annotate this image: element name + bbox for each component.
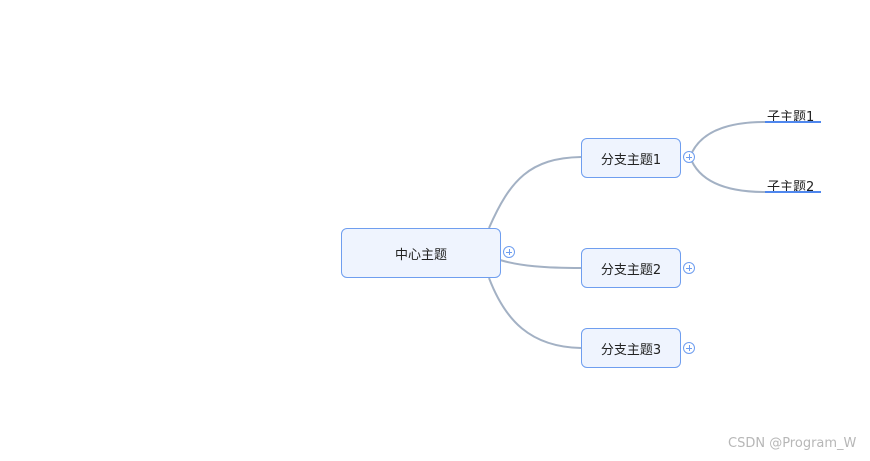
subtopic-2-underline [765,191,821,193]
branch-topic-3[interactable]: 分支主题3 [581,328,681,368]
watermark: CSDN @Program_W [728,436,857,451]
connector-center-branch2 [499,259,582,269]
subtopic-1-underline [765,121,821,123]
connector-branch1-child1 [689,121,766,158]
plus-circle-icon[interactable] [683,151,695,163]
connector-center-branch1 [488,156,582,229]
plus-circle-icon[interactable] [683,262,695,274]
branch-topic-1[interactable]: 分支主题1 [581,138,681,178]
plus-circle-icon[interactable] [503,246,515,258]
branch-topic-2[interactable]: 分支主题2 [581,248,681,288]
center-topic-label: 中心主题 [394,247,447,263]
branch-topic-1-label: 分支主题1 [600,152,662,168]
connector-branch1-child2 [689,156,766,193]
connector-center-branch3 [488,277,582,349]
branch-topic-3-label: 分支主题3 [600,342,662,358]
plus-circle-icon[interactable] [683,342,695,354]
branch-topic-2-label: 分支主题2 [600,262,662,278]
center-topic[interactable]: 中心主题 [341,228,501,278]
